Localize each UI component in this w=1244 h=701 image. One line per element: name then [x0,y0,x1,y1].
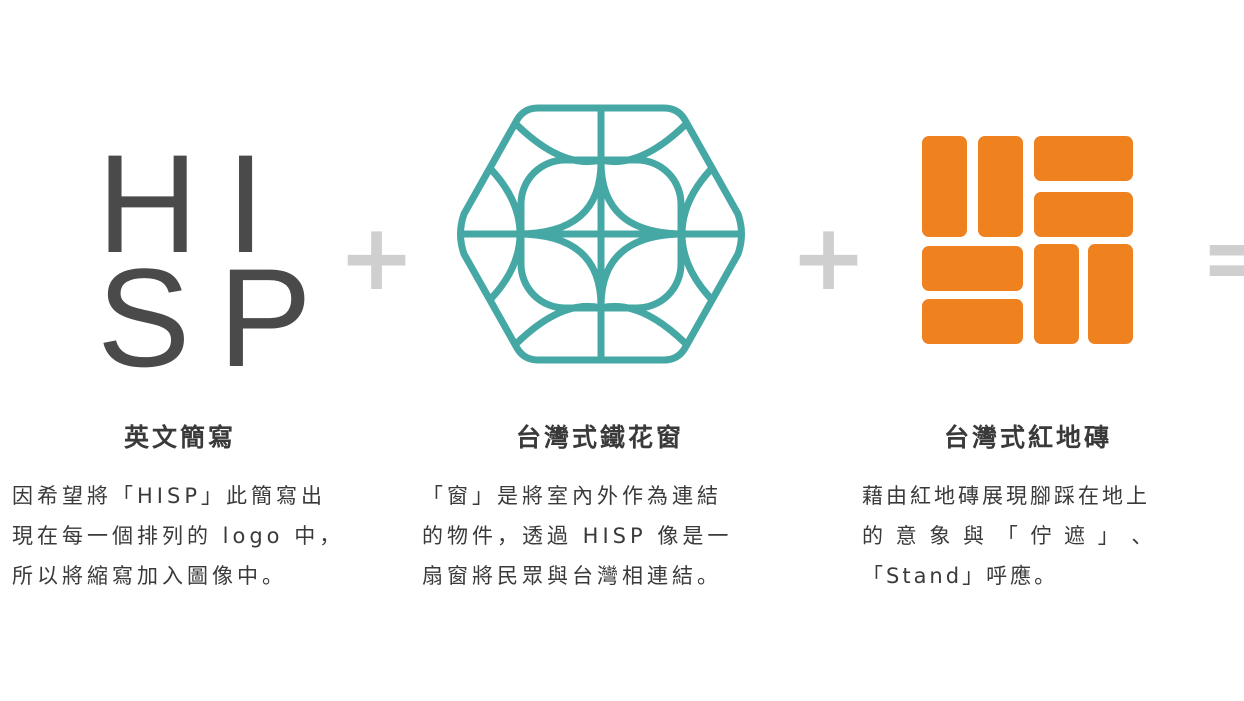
hisp-logo-line-1: HI [97,125,293,282]
section-desc-brick-tile: 藉由紅地磚展現腳踩在地上的 意 象 與 「 佇 遮 」 、「Stand」呼應。 [862,476,1155,596]
desc-line: 因希望將「HISP」此簡寫出 [12,484,326,508]
desc-line: 所以將縮寫加入圖像中。 [12,564,287,588]
equals-sign: = [1200,204,1244,311]
section-desc-iron-window: 「窗」是將室內外作為連結的物件，透過 HISP 像是一扇窗將民眾與台灣相連結。 [422,476,732,596]
hisp-logo-line-2: SP [97,239,340,396]
taiwanese-brick-tile-icon [922,136,1133,344]
desc-line: 的 意 象 與 「 佇 遮 」 、 [862,524,1156,548]
desc-line: 「Stand」呼應。 [862,564,1059,588]
desc-line: 的物件，透過 HISP 像是一 [422,524,733,548]
desc-line: 扇窗將民眾與台灣相連結。 [422,564,722,588]
plus-sign-1: + [338,204,416,311]
section-title-abbreviation: 英文簡寫 [123,423,236,452]
desc-line: 藉由紅地磚展現腳踩在地上 [862,484,1150,508]
desc-line: 「窗」是將室內外作為連結 [422,484,722,508]
section-desc-abbreviation: 因希望將「HISP」此簡寫出現在每一個排列的 logo 中， 所以將縮寫加入圖像中… [12,476,344,596]
section-title-iron-window: 台灣式鐵花窗 [515,423,684,452]
plus-sign-2: + [790,204,868,311]
taiwanese-iron-window-icon [457,104,745,364]
section-title-brick-tile: 台灣式紅地磚 [943,423,1112,452]
desc-line: 現在每一個排列的 logo 中， [12,524,345,548]
